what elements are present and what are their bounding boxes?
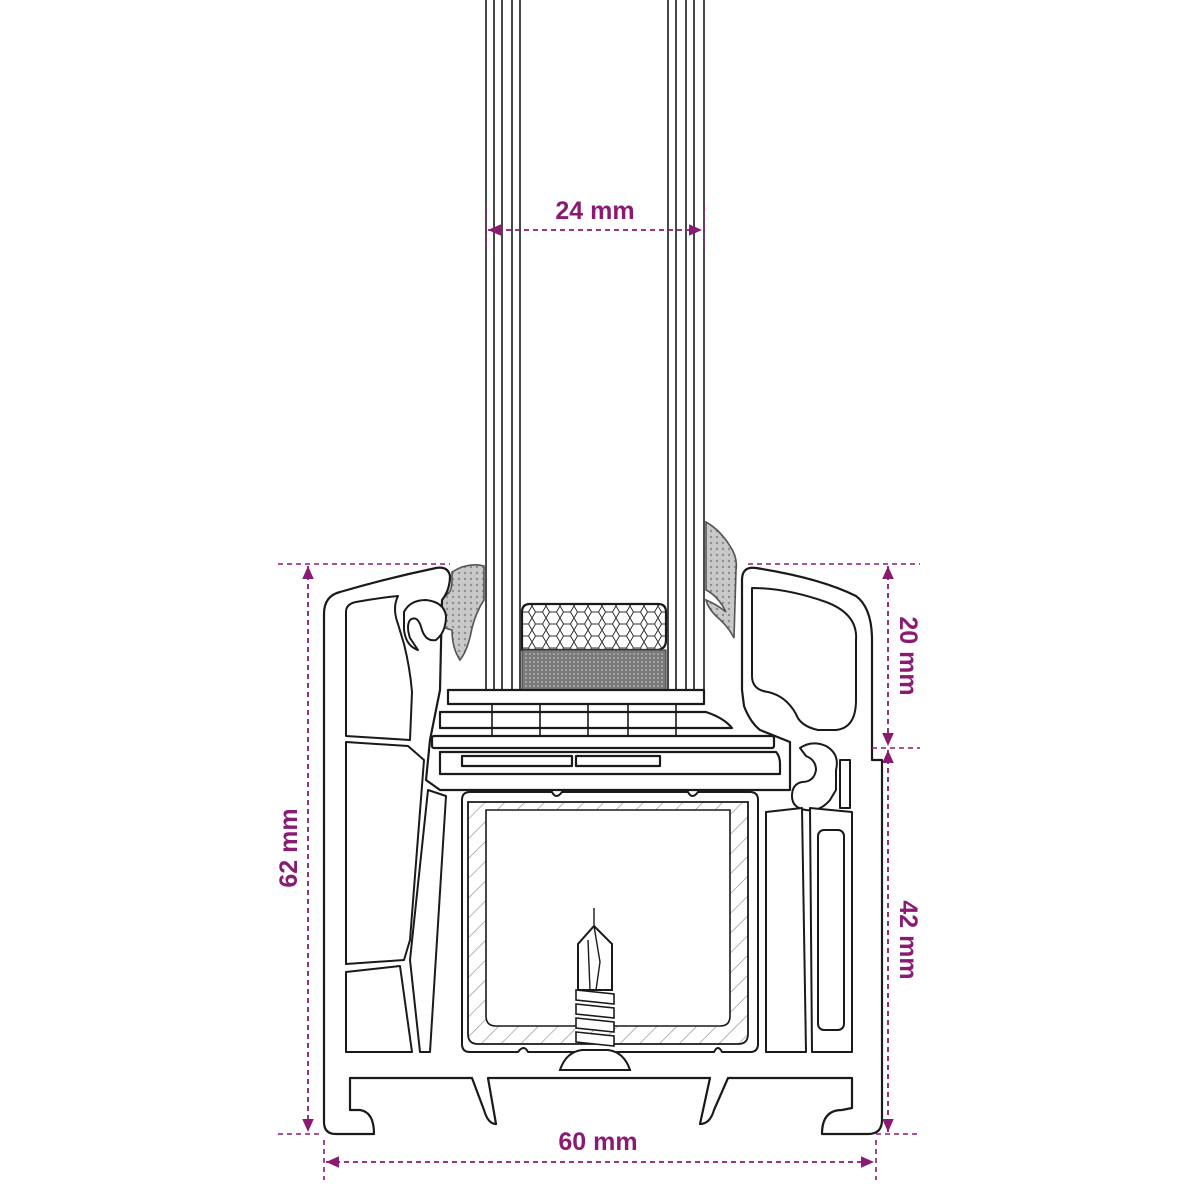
fixing-screw bbox=[558, 908, 632, 1071]
glazing-bead-and-sash bbox=[430, 688, 782, 776]
lower-height-label: 42 mm bbox=[894, 900, 922, 979]
dimension-upper-height: 20 mm bbox=[748, 563, 922, 749]
outer-glass-pane bbox=[486, 0, 520, 692]
small-slot bbox=[817, 829, 845, 1031]
dimension-glazing-width: 24 mm bbox=[485, 197, 705, 252]
dimension-annotations: 24 mm 60 mm 62 mm 20 mm 42 mm bbox=[275, 197, 922, 1180]
upper-height-label: 20 mm bbox=[894, 616, 922, 695]
glazing-width-label: 24 mm bbox=[555, 197, 634, 225]
dimension-lower-height: 42 mm bbox=[876, 750, 922, 1135]
steel-reinforcement bbox=[467, 801, 749, 1045]
dimension-frame-width: 60 mm bbox=[323, 1128, 877, 1180]
frame-height-label: 62 mm bbox=[275, 808, 303, 887]
dimension-frame-height: 62 mm bbox=[275, 563, 450, 1135]
inner-glazing-gasket bbox=[704, 520, 738, 639]
glass-unit bbox=[485, 0, 705, 692]
secondary-sealant bbox=[521, 649, 667, 691]
spacer-bar bbox=[520, 602, 668, 691]
frame-width-label: 60 mm bbox=[558, 1128, 637, 1156]
